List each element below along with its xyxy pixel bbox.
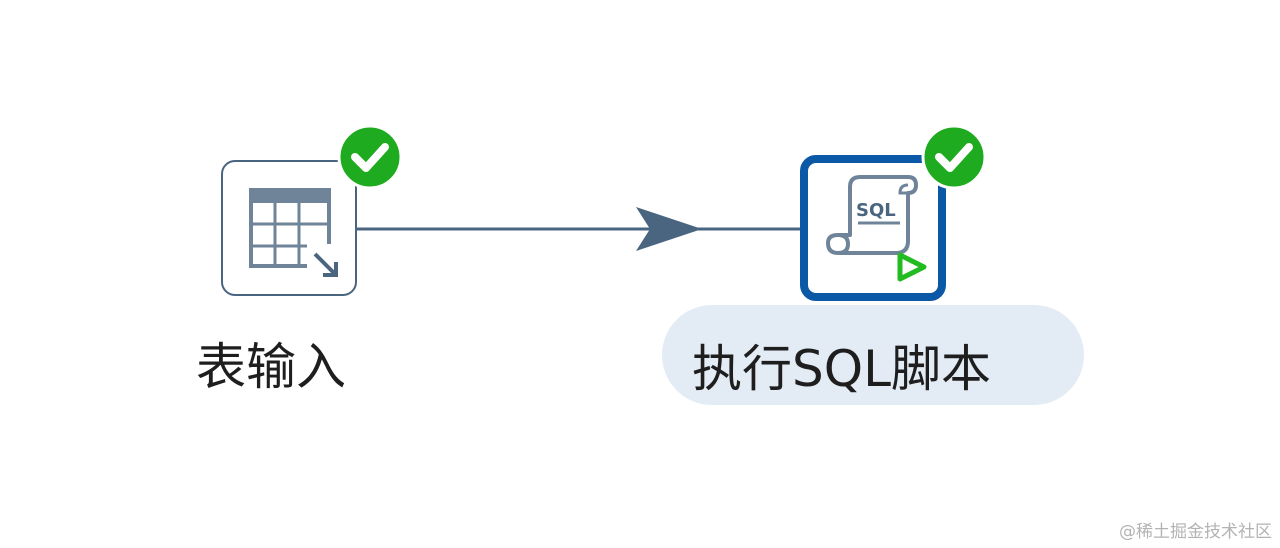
step-execute-sql-script[interactable]: SQL [800,155,946,301]
selected-step-label-highlight: 执行SQL脚本 [662,305,1084,405]
step-label-execute-sql: 执行SQL脚本 [692,340,991,398]
success-check-icon [921,124,987,190]
sql-icon-text: SQL [856,200,896,221]
table-input-icon [249,188,343,280]
step-label-table-input: 表输入 [196,338,346,396]
hop-arrowhead-icon [636,207,702,251]
sql-script-icon: SQL [826,175,927,282]
success-check-icon [337,124,403,190]
run-triangle-icon [897,252,927,282]
watermark: @稀土掘金技术社区 [1119,522,1272,542]
step-table-input[interactable] [221,160,357,296]
